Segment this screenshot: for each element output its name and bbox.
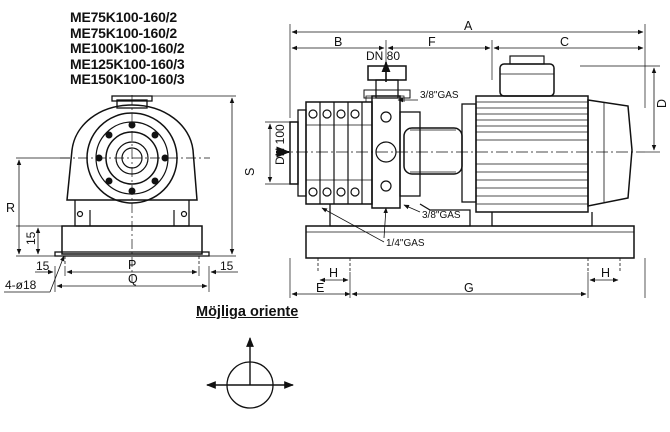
dim-C: C: [560, 35, 569, 49]
dim-P: P: [128, 258, 136, 272]
model-name: ME75K100-160/2: [70, 24, 177, 41]
front-view-labels: R 15 S 15 P 15 Q 4-ø18: [5, 168, 257, 292]
dim-G: G: [464, 281, 474, 295]
orientation-symbol: [206, 337, 294, 409]
dim-S: S: [243, 168, 257, 176]
dim-H-right: H: [601, 266, 610, 280]
inlet-dn-label: DN 100: [273, 124, 287, 165]
front-view: [4, 95, 238, 293]
side-view-labels: A B F C D DN 80 DN 100 3/8"GAS 3/8"GAS 1…: [273, 19, 669, 295]
bolt-holes-label: 4-ø18: [5, 278, 37, 292]
gas-port-bottom: 3/8"GAS: [422, 210, 461, 221]
dim-R: R: [6, 201, 15, 215]
gas-port-top: 3/8"GAS: [420, 90, 459, 101]
dim-F: F: [428, 35, 436, 49]
dim-B: B: [334, 35, 342, 49]
model-name: ME75K100-160/2: [70, 9, 177, 25]
outlet-dn-label: DN 80: [366, 49, 400, 63]
flange-bolts: [95, 121, 169, 195]
dim-A: A: [464, 19, 473, 33]
gas-drain-label: 1/4"GAS: [386, 238, 425, 249]
model-name: ME150K100-160/3: [70, 71, 185, 87]
dim-Q: Q: [128, 272, 138, 286]
model-name: ME125K100-160/3: [70, 55, 185, 72]
dim-H-left: H: [329, 266, 338, 280]
side-view: [265, 24, 660, 298]
model-list: ME75K100-160/2 ME75K100-160/2 ME100K100-…: [70, 9, 185, 88]
model-name: ME100K100-160/2: [70, 40, 185, 56]
orientation-title: Möjliga oriente: [196, 304, 299, 320]
dim-D: D: [655, 99, 669, 108]
dim-15-right: 15: [220, 259, 234, 273]
dim-E: E: [316, 281, 324, 295]
dim-15-left: 15: [36, 259, 50, 273]
dim-15-vertical: 15: [24, 231, 38, 245]
